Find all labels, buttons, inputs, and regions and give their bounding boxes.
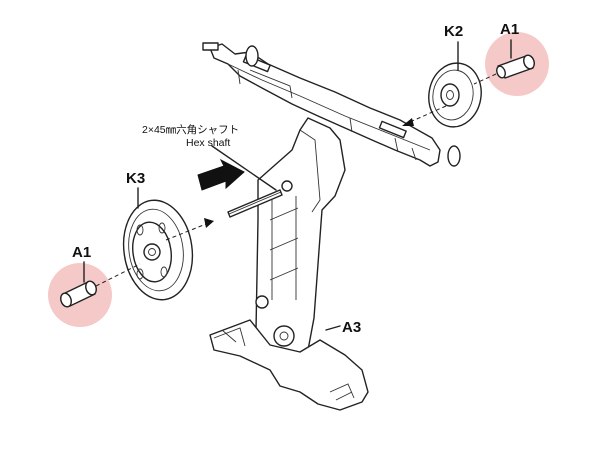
hex-shaft-edge [228,191,282,215]
column-knob [255,295,269,309]
base-plate [209,319,369,411]
beam-detail-1 [237,69,241,85]
label-a1-left: A1 [72,244,91,261]
top-beam [209,43,441,167]
hex-shaft-body [227,189,283,218]
a1-left-tip [60,292,72,308]
bushing-a1-left [60,280,97,308]
k2-groove [432,69,474,121]
label-k3: K3 [126,170,145,187]
beam-detail-2 [249,69,293,99]
k3-spoke-hole-2 [158,222,166,234]
column-edge [299,129,321,213]
a1-left-dash [95,263,141,287]
bushing-a1-top [496,54,535,79]
label-a3: A3 [342,319,361,336]
k2-arrow-icon [402,118,414,126]
base-socket [273,325,295,347]
base-detail-left [213,327,246,347]
column-rails [271,196,297,300]
column-hub [281,180,293,192]
a1-left-end [85,280,97,296]
caption-en: Hex shaft [186,137,230,149]
pulley-k2 [428,62,482,128]
pulley-k3 [122,199,194,301]
hex-shaft [227,189,283,218]
a1-top-end [523,54,535,70]
beam-wheel-left [245,45,259,67]
k3-hole [148,248,156,256]
label-k2: K2 [444,23,463,40]
a3-leader [325,325,341,331]
frame-a3 [202,42,461,411]
top-beam-edge [227,63,431,151]
base-socket-inner [279,331,289,341]
beam-slot-right [378,120,407,139]
k3-groove [128,208,184,292]
k3-spoke-hole-1 [136,224,144,236]
beam-wheel-right [447,145,461,167]
k2-hub [440,83,460,107]
a1-top-tip [496,65,506,79]
k3-spoke-hole-4 [160,266,168,278]
k2-hole [446,90,454,100]
bold-arrow-icon [197,158,245,191]
beam-pin [202,42,219,51]
beam-detail-3 [349,117,417,161]
label-a1-top: A1 [500,21,519,38]
caption-leader [211,145,277,191]
k3-spoke-hole-3 [136,268,144,280]
column-rungs [269,207,299,281]
vertical-column [255,117,346,359]
k3-dash-line [165,223,207,241]
caption-jp: 2×45㎜六角シャフト [142,124,239,136]
base-detail-right [329,383,355,401]
k3-arrow-icon [204,218,214,228]
k3-hub [143,243,161,261]
